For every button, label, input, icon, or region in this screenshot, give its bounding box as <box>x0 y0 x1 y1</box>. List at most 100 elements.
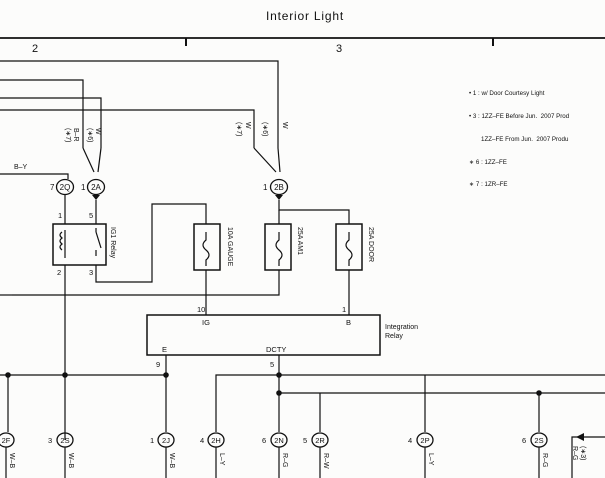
svg-text:2S: 2S <box>60 436 69 445</box>
wire <box>95 203 207 283</box>
junction-dot <box>163 372 169 378</box>
coil-icon <box>59 231 63 251</box>
svg-text:R–G: R–G <box>541 453 548 467</box>
connector-2q: 2Q 7 <box>50 178 75 196</box>
note-line: • 1 : w/ Door Courtesy Light <box>469 90 545 98</box>
svg-text:Relay: Relay <box>385 333 403 340</box>
arrow-icon <box>92 195 100 200</box>
svg-text:1: 1 <box>81 183 86 192</box>
svg-text:1: 1 <box>342 305 346 314</box>
svg-text:10A GAUGE: 10A GAUGE <box>226 227 233 267</box>
junction-dot <box>62 372 68 378</box>
wire <box>12 270 280 296</box>
svg-text:2F: 2F <box>2 436 11 445</box>
bottom-connector-2p: 2P 4 L–Y <box>408 432 434 478</box>
svg-text:W–B: W–B <box>8 453 15 469</box>
svg-text:6: 6 <box>262 436 266 445</box>
wire <box>215 374 605 432</box>
svg-text:2S: 2S <box>534 436 543 445</box>
wire-label: (∗6) <box>86 128 93 142</box>
svg-text:L–Y: L–Y <box>218 453 225 466</box>
svg-text:W–B: W–B <box>67 453 74 469</box>
svg-text:IG1 Relay: IG1 Relay <box>109 227 116 259</box>
svg-text:2Q: 2Q <box>60 183 71 192</box>
svg-text:2: 2 <box>57 268 61 277</box>
svg-text:R–G: R–G <box>281 453 288 467</box>
bottom-connector-2s-right: 2S 6 R–G <box>522 432 548 478</box>
svg-text:5: 5 <box>303 436 307 445</box>
junction-dot <box>276 390 282 396</box>
bottom-connector-2f: 2F W–B <box>0 432 15 478</box>
svg-text:3: 3 <box>48 436 52 445</box>
svg-text:7: 7 <box>50 183 55 192</box>
diagram-title: Interior Light <box>266 9 344 23</box>
svg-text:2H: 2H <box>211 436 221 445</box>
switch-icon <box>95 231 102 249</box>
svg-text:1: 1 <box>150 436 154 445</box>
column-label-3: 3 <box>336 43 342 55</box>
wire-merge <box>253 147 277 173</box>
svg-text:E: E <box>162 345 167 354</box>
svg-text:2N: 2N <box>274 436 284 445</box>
wire <box>571 436 605 478</box>
bottom-connector-2s: 2S 3 W–B <box>48 432 74 478</box>
bottom-connector-2r: 2R 5 R–W <box>303 432 329 478</box>
connector-2b: 2B 1 <box>263 178 289 196</box>
svg-text:DCTY: DCTY <box>266 345 286 354</box>
svg-text:1: 1 <box>263 183 268 192</box>
svg-text:9: 9 <box>156 360 160 369</box>
note-line: • 3 : 1ZZ–FE Before Jun. 2007 Prod <box>469 112 570 120</box>
wire-merge <box>97 147 102 173</box>
wire-by <box>0 173 69 179</box>
svg-text:2B: 2B <box>274 183 284 192</box>
svg-text:5: 5 <box>89 211 93 220</box>
svg-text:2J: 2J <box>162 436 170 445</box>
svg-text:4: 4 <box>408 436 412 445</box>
arrow-icon <box>275 195 283 200</box>
wire-w-top <box>0 60 279 148</box>
wire-label: (∗6) <box>261 122 268 136</box>
wire-w-mid <box>0 109 255 148</box>
junction-dot <box>5 372 11 378</box>
svg-text:5: 5 <box>270 360 274 369</box>
ig1-relay: IG1 Relay 1 5 2 3 <box>52 211 116 277</box>
wire-w-left <box>0 97 102 148</box>
svg-text:B: B <box>346 318 351 327</box>
wire-merge <box>82 147 95 173</box>
wire-label: W <box>281 122 288 129</box>
svg-text:3: 3 <box>89 268 93 277</box>
bottom-connector-2n: 2N 6 R–G <box>262 432 288 478</box>
arrow-icon <box>576 433 584 441</box>
wire-label: (∗7) <box>235 122 242 136</box>
svg-text:IG: IG <box>202 318 210 327</box>
wire-label: (∗7) <box>64 128 71 142</box>
svg-text:Integration: Integration <box>385 324 418 331</box>
svg-text:2R: 2R <box>315 436 325 445</box>
column-label-2: 2 <box>32 43 38 55</box>
svg-text:6: 6 <box>522 436 526 445</box>
fuse-am1: 25A AM1 <box>264 223 303 271</box>
wire-label: B–Y <box>14 164 28 171</box>
wire <box>278 200 350 224</box>
fuse-door: 25A DOOR <box>335 223 374 271</box>
svg-text:10: 10 <box>197 305 205 314</box>
svg-text:2P: 2P <box>420 436 429 445</box>
wire-label: B–R <box>72 128 79 142</box>
integration-relay: 10 1 IG B E DCTY Integration Relay 9 5 <box>146 305 418 369</box>
bottom-connector-2j: 2J 1 W–B <box>150 432 175 478</box>
connector-2a: 2A 1 <box>81 178 106 196</box>
wire-label: (∗3) <box>579 446 586 460</box>
note-line: ∗ 6 : 1ZZ–FE <box>469 158 507 166</box>
svg-text:L–Y: L–Y <box>427 453 434 466</box>
svg-text:25A DOOR: 25A DOOR <box>367 227 374 262</box>
svg-text:W–B: W–B <box>168 453 175 469</box>
note-line: 1ZZ–FE From Jun. 2007 Produ <box>469 135 569 143</box>
svg-text:R–W: R–W <box>322 453 329 469</box>
fuse-gauge: 10A GAUGE <box>193 223 233 271</box>
bottom-connector-2h: 2H 4 L–Y <box>200 432 225 478</box>
wire-br <box>0 79 84 148</box>
junction-dot <box>276 372 282 378</box>
notes-legend: • 1 : w/ Door Courtesy Light • 3 : 1ZZ–F… <box>469 75 569 204</box>
